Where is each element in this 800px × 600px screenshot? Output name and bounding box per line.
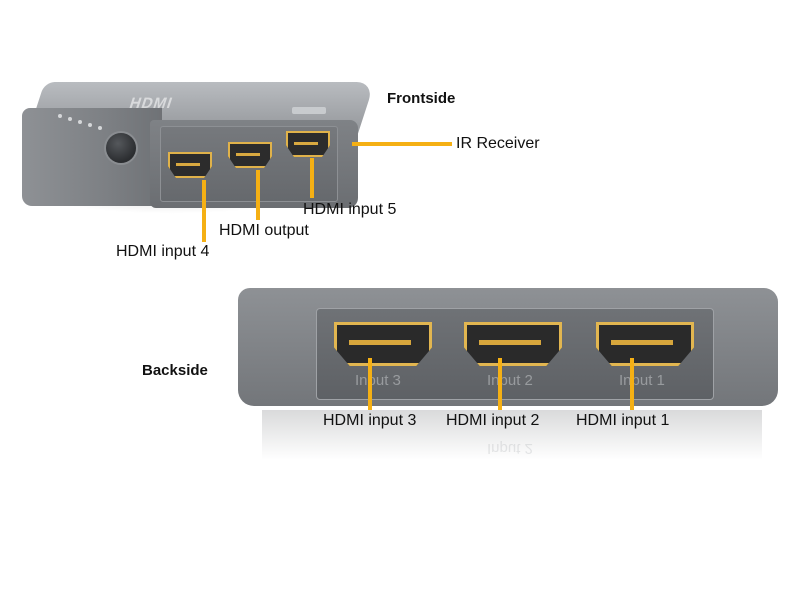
status-led: [98, 126, 102, 130]
product-tag: [292, 107, 326, 114]
hdmi-input-2-label: HDMI input 2: [446, 412, 540, 429]
status-led: [88, 123, 92, 127]
hdmi-port-input-3: [334, 322, 432, 366]
port-caption-input-2: Input 2: [487, 372, 533, 389]
hdmi-port-input-2: [464, 322, 562, 366]
hdmi-port-output: [228, 142, 272, 168]
status-led: [58, 114, 62, 118]
hdmi-port-input-4: [168, 152, 212, 178]
hdmi-input-1-leader-line: [630, 358, 634, 410]
hdmi-input-4-label: HDMI input 4: [116, 243, 210, 260]
hdmi-output-label: HDMI output: [219, 222, 309, 239]
hdmi-input-3-leader-line: [368, 358, 372, 410]
hdmi-input-2-leader-line: [498, 358, 502, 410]
hdmi-input-5-leader-line: [310, 158, 314, 198]
front-device-side: [22, 108, 162, 206]
port-caption-input-3: Input 3: [355, 372, 401, 389]
back-device-reflection: [262, 410, 762, 460]
port-caption-reflection: Input 2: [487, 440, 533, 457]
hdmi-input-3-label: HDMI input 3: [323, 412, 417, 429]
status-led: [78, 120, 82, 124]
brand-logo: HDMI: [127, 95, 176, 112]
hdmi-output-leader-line: [256, 170, 260, 220]
hdmi-input-4-leader-line: [202, 180, 206, 242]
hdmi-input-5-label: HDMI input 5: [303, 201, 397, 218]
ir-receiver-label: IR Receiver: [456, 135, 540, 152]
hdmi-input-1-label: HDMI input 1: [576, 412, 670, 429]
port-caption-input-1: Input 1: [619, 372, 665, 389]
frontside-heading: Frontside: [387, 90, 456, 107]
select-button: [106, 133, 136, 163]
hdmi-port-input-5: [286, 131, 330, 157]
backside-heading: Backside: [142, 362, 208, 379]
hdmi-port-input-1: [596, 322, 694, 366]
status-led: [68, 117, 72, 121]
ir-receiver-leader-line: [352, 142, 452, 146]
